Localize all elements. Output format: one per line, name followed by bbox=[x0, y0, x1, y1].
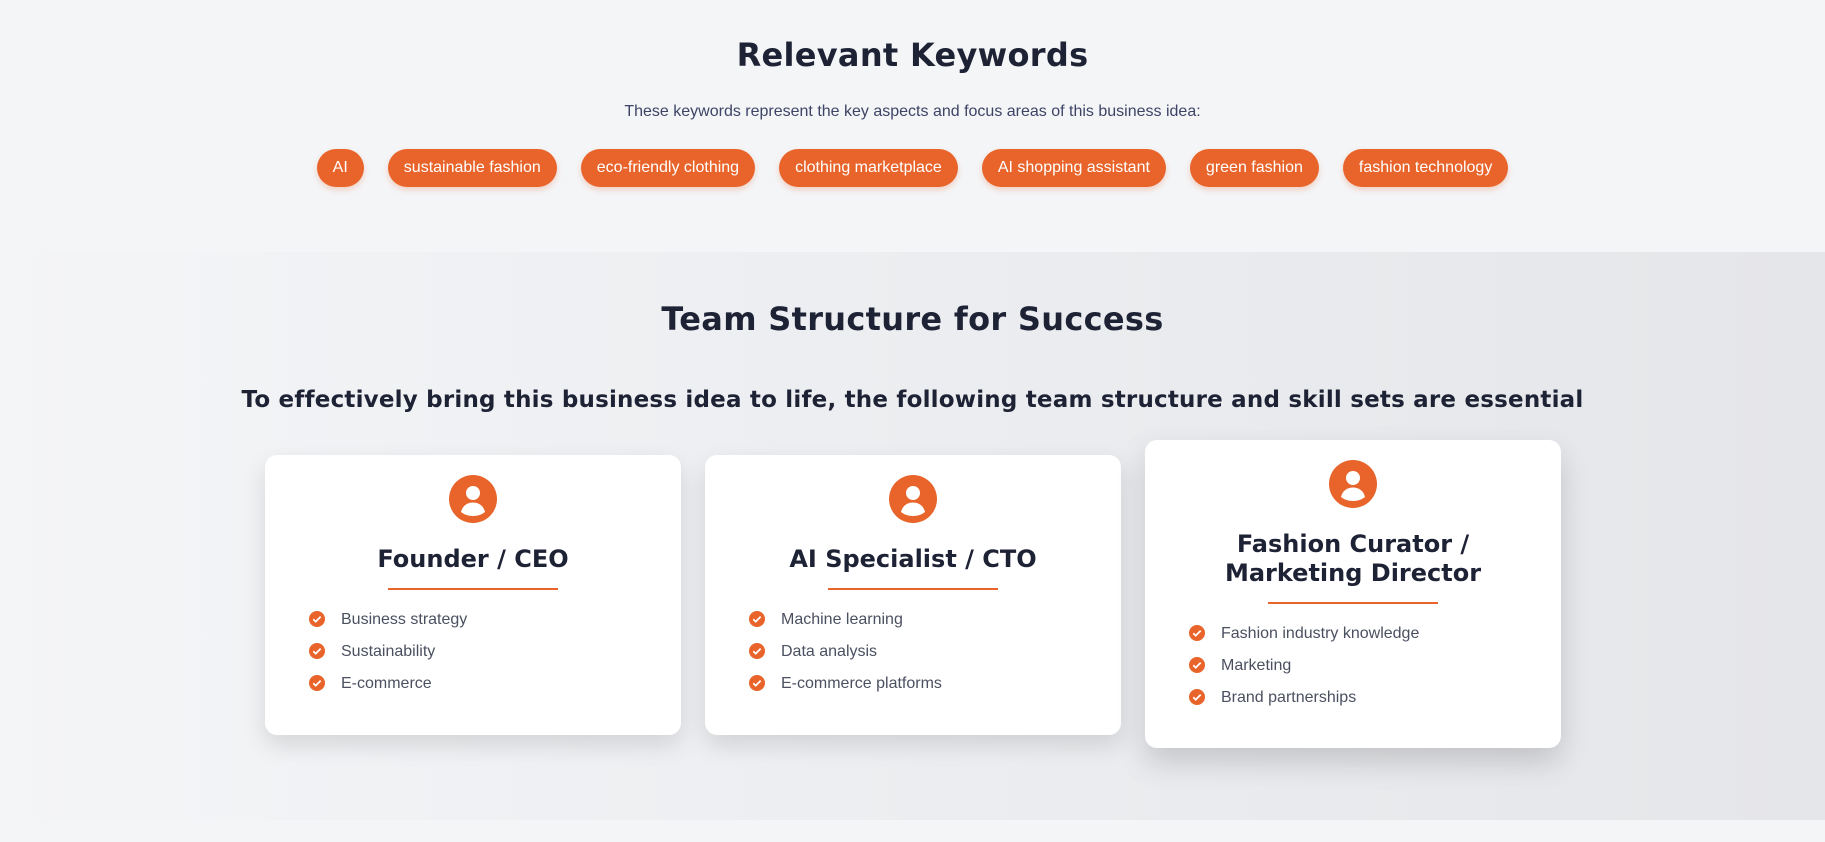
keyword-pill[interactable]: green fashion bbox=[1189, 149, 1319, 187]
keyword-pill[interactable]: fashion technology bbox=[1342, 149, 1509, 187]
keyword-pill[interactable]: AI bbox=[316, 149, 364, 187]
skill-item: Marketing bbox=[1189, 654, 1419, 686]
check-circle-icon bbox=[749, 675, 765, 691]
check-circle-icon bbox=[309, 611, 325, 627]
team-card: Fashion Curator / Marketing Director Fas… bbox=[1145, 440, 1561, 748]
check-circle-icon bbox=[1189, 625, 1205, 641]
skill-item: Sustainability bbox=[309, 640, 467, 672]
user-avatar-icon bbox=[1329, 460, 1377, 508]
team-card: Founder / CEO Business strategy Sustaina… bbox=[265, 455, 681, 735]
keyword-pill[interactable]: eco-friendly clothing bbox=[580, 149, 756, 187]
skill-item: E-commerce bbox=[309, 672, 467, 704]
skill-item: Machine learning bbox=[749, 608, 942, 640]
check-circle-icon bbox=[309, 643, 325, 659]
user-avatar-icon bbox=[449, 475, 497, 523]
skill-label: Sustainability bbox=[341, 643, 436, 660]
check-circle-icon bbox=[749, 611, 765, 627]
team-role-title: AI Specialist / CTO bbox=[789, 545, 1037, 573]
role-divider bbox=[828, 588, 998, 590]
skill-label: E-commerce bbox=[341, 675, 432, 692]
keywords-section: Relevant Keywords These keywords represe… bbox=[0, 0, 1825, 252]
skill-item: E-commerce platforms bbox=[749, 672, 942, 704]
skill-label: E-commerce platforms bbox=[781, 675, 942, 692]
team-role-title: Fashion Curator / Marketing Director bbox=[1224, 530, 1482, 587]
keywords-subtitle: These keywords represent the key aspects… bbox=[624, 103, 1201, 120]
skill-label: Brand partnerships bbox=[1221, 689, 1357, 706]
team-card: AI Specialist / CTO Machine learning Dat… bbox=[705, 455, 1121, 735]
role-divider bbox=[388, 588, 558, 590]
keyword-pill[interactable]: clothing marketplace bbox=[779, 149, 958, 187]
team-section: Team Structure for Success To effectivel… bbox=[0, 252, 1825, 820]
keyword-pill[interactable]: AI shopping assistant bbox=[981, 149, 1166, 187]
skill-item: Data analysis bbox=[749, 640, 942, 672]
skill-label: Machine learning bbox=[781, 611, 903, 628]
user-avatar-icon bbox=[889, 475, 937, 523]
keyword-pill-list: AI sustainable fashion eco-friendly clot… bbox=[0, 149, 1825, 187]
skill-list: Fashion industry knowledge Marketing Bra… bbox=[1189, 622, 1419, 718]
skill-label: Marketing bbox=[1221, 657, 1292, 674]
team-subtitle: To effectively bring this business idea … bbox=[241, 387, 1584, 413]
skill-label: Data analysis bbox=[781, 643, 878, 660]
skill-list: Business strategy Sustainability E-comme… bbox=[309, 608, 467, 704]
skill-item: Business strategy bbox=[309, 608, 467, 640]
skill-label: Business strategy bbox=[341, 611, 468, 628]
skill-item: Brand partnerships bbox=[1189, 686, 1419, 718]
role-divider bbox=[1268, 602, 1438, 604]
keywords-title: Relevant Keywords bbox=[736, 36, 1089, 74]
check-circle-icon bbox=[1189, 657, 1205, 673]
skill-label: Fashion industry knowledge bbox=[1221, 625, 1420, 642]
skill-list: Machine learning Data analysis E-commerc… bbox=[749, 608, 942, 704]
check-circle-icon bbox=[1189, 689, 1205, 705]
keyword-pill[interactable]: sustainable fashion bbox=[387, 149, 557, 187]
check-circle-icon bbox=[749, 643, 765, 659]
team-role-title: Founder / CEO bbox=[377, 545, 569, 573]
skill-item: Fashion industry knowledge bbox=[1189, 622, 1419, 654]
team-title: Team Structure for Success bbox=[661, 300, 1164, 338]
check-circle-icon bbox=[309, 675, 325, 691]
